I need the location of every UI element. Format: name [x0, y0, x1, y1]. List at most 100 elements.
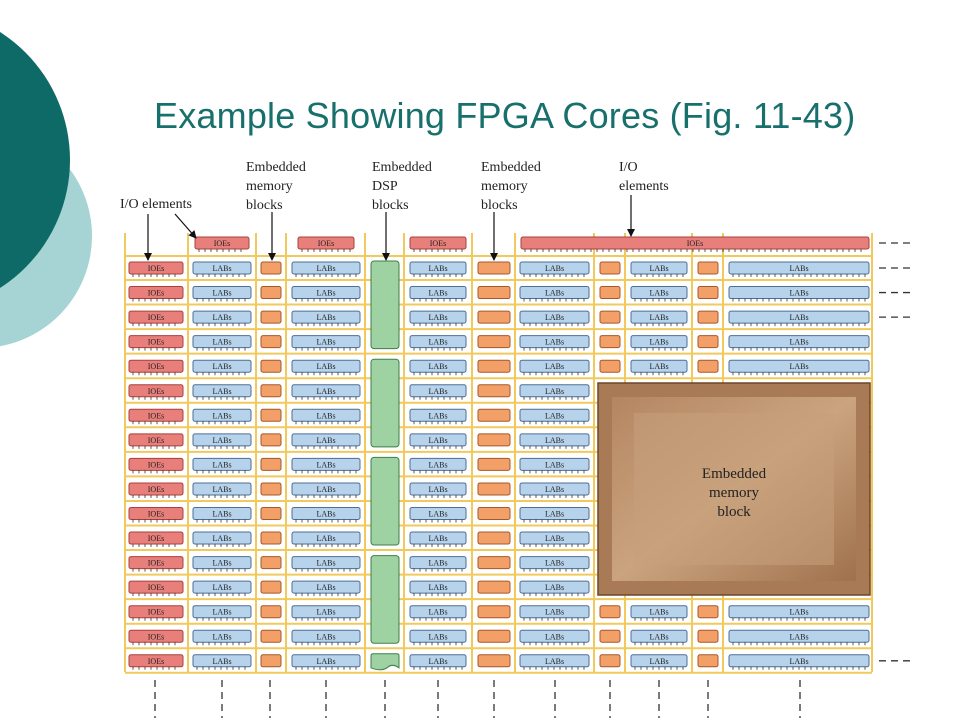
lab-block-label: LABs [649, 632, 668, 641]
lab-block-rect [192, 629, 252, 643]
lab-block-label: LABs [545, 632, 564, 641]
lab-block-label: LABs [212, 460, 231, 469]
ioe-block-rect [128, 286, 184, 300]
lab-block: LABs [630, 654, 688, 670]
lab-block: LABs [519, 507, 590, 523]
lab-block: LABs [519, 457, 590, 474]
ioe-block-rect [128, 359, 184, 373]
lab-block: LABs [409, 605, 467, 621]
lab-block-rect [192, 286, 252, 300]
lab-block: LABs [519, 629, 590, 646]
lab-block: LABs [728, 310, 870, 327]
callout-text-line: blocks [246, 198, 283, 213]
memory-block [477, 286, 511, 300]
ioe-block-label: IOEs [148, 460, 164, 469]
ioe-block-rect [128, 556, 184, 570]
memory-block [260, 359, 282, 373]
lab-block: LABs [519, 605, 590, 621]
dsp-block [370, 260, 400, 350]
memory-block [260, 261, 282, 275]
lab-block: LABs [291, 457, 361, 474]
lab-block-label: LABs [428, 460, 447, 469]
lab-block-rect [519, 310, 590, 324]
lab-block-rect [519, 629, 590, 643]
lab-block: LABs [291, 556, 361, 572]
lab-block-label: LABs [545, 534, 564, 543]
lab-block-rect [519, 359, 590, 373]
memory-block [260, 605, 282, 619]
lab-block: LABs [409, 408, 467, 425]
lab-block: LABs [519, 261, 590, 277]
lab-block-label: LABs [649, 289, 668, 298]
lab-block: LABs [192, 482, 252, 498]
ioe-block-rect [128, 384, 184, 398]
callout-io-left: I/O elements [120, 197, 197, 261]
lab-block-label: LABs [316, 387, 335, 396]
memory-block [599, 359, 621, 373]
lab-block-label: LABs [545, 436, 564, 445]
lab-block: LABs [291, 580, 361, 597]
ioe-block-label: IOEs [148, 485, 164, 494]
memory-block [697, 629, 719, 643]
lab-block-label: LABs [212, 338, 231, 347]
lab-block-label: LABs [428, 338, 447, 347]
lab-block-rect [519, 433, 590, 447]
lab-block: LABs [519, 408, 590, 425]
top-ioe-block-label: IOEs [318, 239, 334, 248]
lab-block-label: LABs [212, 289, 231, 298]
lab-block-rect [519, 261, 590, 275]
lab-block-rect [519, 507, 590, 520]
lab-block: LABs [192, 531, 252, 548]
memory-block [260, 433, 282, 447]
lab-block-rect [192, 556, 252, 570]
lab-block-label: LABs [428, 632, 447, 641]
memory-block [697, 310, 719, 324]
lab-block-rect [519, 457, 590, 471]
callout-text-line: blocks [372, 198, 409, 213]
memory-block [260, 310, 282, 324]
lab-block-rect [519, 408, 590, 422]
lab-block: LABs [291, 359, 361, 376]
ioe-block: IOEs [128, 433, 184, 449]
callout-arrow [174, 213, 197, 239]
lab-block-rect [192, 261, 252, 275]
lab-block: LABs [519, 384, 590, 400]
lab-block-label: LABs [545, 289, 564, 298]
lab-block-label: LABs [212, 534, 231, 543]
big-memory-label-line: memory [709, 485, 759, 501]
callout-text-line: I/O elements [120, 197, 192, 212]
lab-block: LABs [519, 335, 590, 351]
lab-block: LABs [409, 310, 467, 327]
lab-block-label: LABs [316, 632, 335, 641]
dsp-block-partial [370, 653, 400, 671]
lab-block-rect [519, 384, 590, 398]
lab-block-label: LABs [649, 313, 668, 322]
lab-block: LABs [409, 359, 467, 376]
ioe-block: IOEs [128, 359, 184, 376]
lab-block-label: LABs [428, 608, 447, 617]
ioe-block-rect [128, 507, 184, 520]
lab-block-label: LABs [545, 608, 564, 617]
lab-block: LABs [291, 507, 361, 523]
top-ioe-block-label: IOEs [214, 239, 230, 248]
memory-block [260, 654, 282, 668]
lab-block: LABs [291, 335, 361, 351]
ioe-block: IOEs [128, 605, 184, 621]
memory-block [260, 384, 282, 398]
top-ioe-block: IOEs [409, 236, 467, 252]
ioe-block-label: IOEs [148, 608, 164, 617]
memory-block [477, 654, 511, 668]
lab-block: LABs [409, 261, 467, 277]
lab-block: LABs [192, 261, 252, 277]
lab-block-label: LABs [789, 632, 808, 641]
lab-block-label: LABs [789, 657, 808, 666]
dsp-block [370, 456, 400, 546]
ioe-block-label: IOEs [148, 632, 164, 641]
lab-block-label: LABs [649, 657, 668, 666]
lab-block-rect [519, 580, 590, 594]
ioe-block: IOEs [128, 507, 184, 523]
lab-block: LABs [630, 261, 688, 277]
lab-block-rect [519, 531, 590, 545]
